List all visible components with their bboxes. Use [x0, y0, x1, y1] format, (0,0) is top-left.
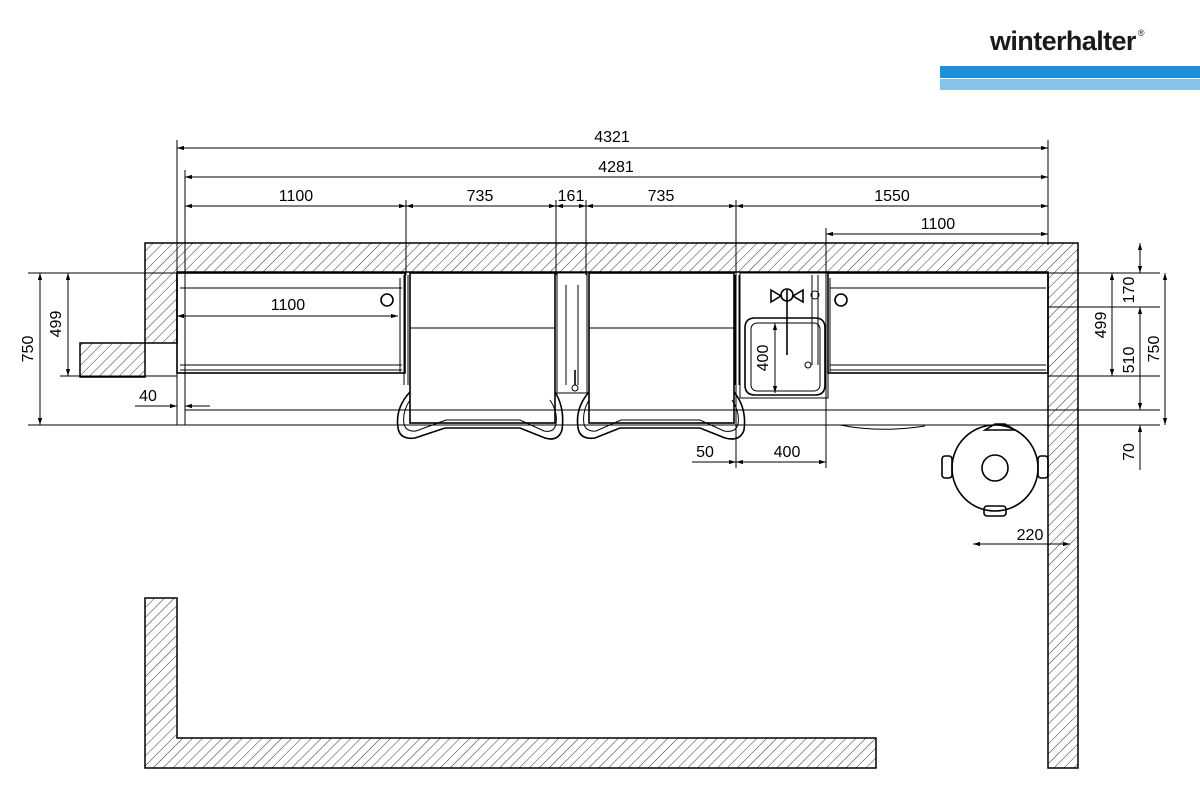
sink: [739, 272, 829, 399]
dim-right-510: 510: [1121, 347, 1138, 374]
dim-bin: 220: [1017, 527, 1044, 544]
registered-mark: ®: [1137, 28, 1145, 38]
dim-seg-3: 161: [558, 188, 585, 205]
drain-hole-right: [834, 293, 848, 307]
dim-seg-4: 735: [648, 188, 675, 205]
dim-depth-left-inner: 499: [48, 311, 65, 338]
dim-gap-sink: 50: [696, 444, 714, 461]
wall-top: [79, 242, 1079, 769]
brand-logo: winterhalter®: [990, 28, 1144, 55]
dishwasher-module-2: [576, 272, 746, 440]
dim-total-outer: 4321: [594, 129, 630, 146]
dim-right-499: 499: [1093, 312, 1110, 339]
dim-right-170: 170: [1121, 277, 1138, 304]
dim-seg-5: 1550: [874, 188, 910, 205]
dim-right-70: 70: [1121, 443, 1138, 461]
dim-sink-width: 400: [774, 444, 801, 461]
brand-bar-dark: [940, 66, 1200, 78]
middle-module: [556, 272, 588, 394]
dim-seg-1: 1100: [279, 188, 314, 205]
dim-right-750: 750: [1146, 336, 1163, 363]
dimension-labels: 4321 4281 1100 735 161 735 1550 1100 110…: [20, 129, 1163, 544]
walls: [79, 242, 1079, 769]
dimension-lines: [37, 145, 1168, 547]
brand-bar-light: [940, 79, 1200, 90]
waste-bin: [839, 423, 1049, 517]
right-table: [827, 272, 1049, 374]
dim-seg-5-sub: 1100: [921, 216, 956, 233]
drain-hole-left: [380, 293, 394, 307]
extension-lines: [28, 140, 1160, 470]
dishwasher-module-1: [396, 272, 564, 440]
dim-total-inner: 4281: [598, 159, 634, 176]
brand-name: winterhalter: [990, 26, 1136, 56]
dim-offset-left: 40: [139, 388, 157, 405]
wall-bottom-left: [144, 597, 877, 769]
dim-sink-depth: 400: [755, 345, 772, 372]
left-table: [176, 272, 406, 374]
dim-seg-2: 735: [467, 188, 494, 205]
dim-depth-left-outer: 750: [20, 336, 37, 363]
dim-table-left: 1100: [271, 297, 306, 314]
